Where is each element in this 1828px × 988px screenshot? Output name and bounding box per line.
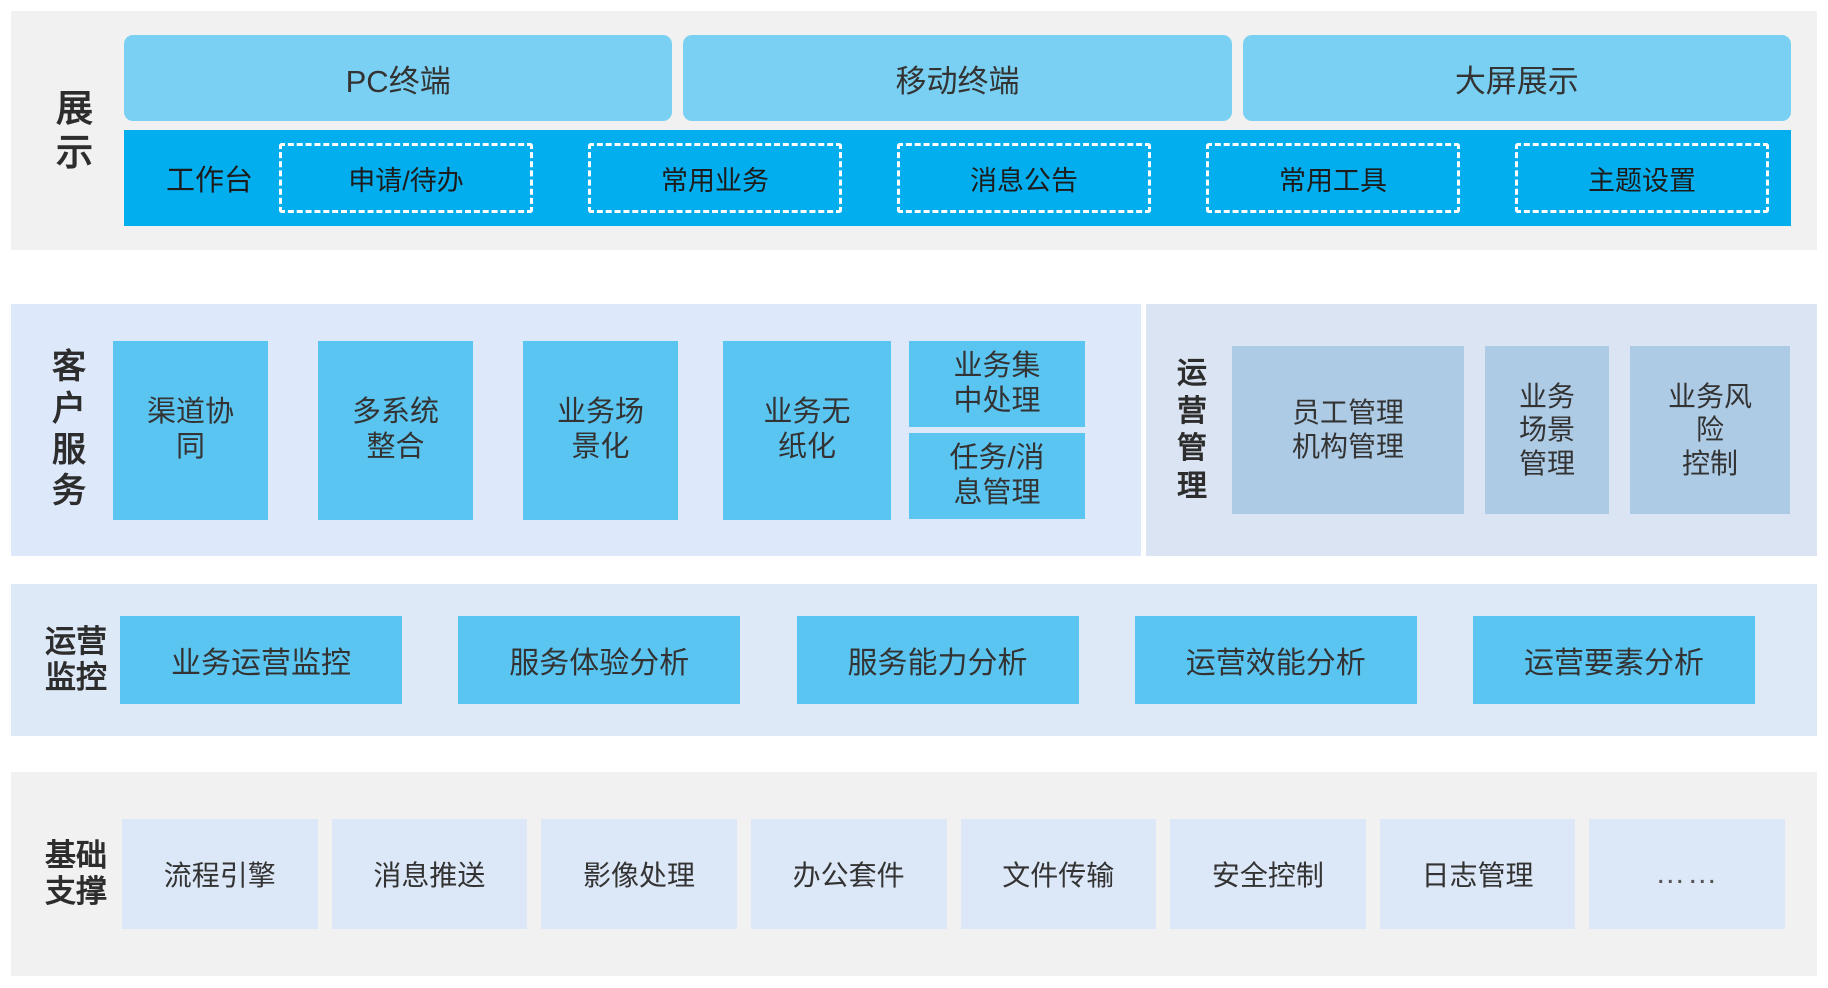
workbench-title: 工作台 [166,165,254,197]
base-box-image-processing[interactable]: 影像处理 [541,819,737,929]
base-support-boxes: 流程引擎 消息推送 影像处理 办公套件 文件传输 安全控制 日志管理 …… [122,819,1785,929]
display-layer-label: 展 示 [56,87,94,173]
service-box-channel-collaboration[interactable]: 渠道协 同 [113,340,268,520]
display-layer-section: 展 示 PC终端 移动终端 大屏展示 工作台 申请/待办 常用业务 消息公告 常… [11,11,1817,250]
base-box-log-management[interactable]: 日志管理 [1379,819,1576,929]
ops-box-business-risk-control[interactable]: 业务风 险 控制 [1630,346,1790,514]
mid-layer-section: 客 户 服 务 渠道协 同 多系统 整合 业务场 景化 业务无 纸化 业务集 中… [11,304,1817,556]
customer-service-panel: 客 户 服 务 渠道协 同 多系统 整合 业务场 景化 业务无 纸化 业务集 中… [11,304,1141,556]
service-box-business-scenario[interactable]: 业务场 景化 [523,340,678,520]
monitor-box-business-operation-monitoring[interactable]: 业务运营监控 [120,616,402,704]
ops-box-business-scenario-management[interactable]: 业务 场景 管理 [1485,346,1609,514]
ops-box-staff-org-management[interactable]: 员工管理 机构管理 [1232,346,1464,514]
operations-management-boxes: 员工管理 机构管理 业务 场景 管理 业务风 险 控制 [1232,346,1799,514]
workbench-item-common-business[interactable]: 常用业务 [588,143,842,213]
base-support-label: 基础 支撑 [45,838,107,909]
workbench-item-common-tools[interactable]: 常用工具 [1205,143,1460,213]
monitor-box-operational-factor-analysis[interactable]: 运营要素分析 [1473,616,1755,704]
service-box-task-message-management[interactable]: 任务/消 息管理 [909,433,1085,519]
base-box-file-transfer[interactable]: 文件传输 [960,819,1157,929]
operations-monitoring-section: 运营 监控 业务运营监控 服务体验分析 服务能力分析 运营效能分析 运营要素分析 [11,584,1817,736]
monitor-box-service-capability-analysis[interactable]: 服务能力分析 [796,616,1079,704]
workbench-bar: 工作台 申请/待办 常用业务 消息公告 常用工具 主题设置 [124,130,1791,226]
terminal-chip-mobile[interactable]: 移动终端 [683,35,1232,121]
operations-monitoring-boxes: 业务运营监控 服务体验分析 服务能力分析 运营效能分析 运营要素分析 [120,616,1755,704]
base-box-office-suite[interactable]: 办公套件 [750,819,947,929]
workbench-item-announcements[interactable]: 消息公告 [896,143,1151,213]
operations-management-panel: 运 营 管 理 员工管理 机构管理 业务 场景 管理 业务风 险 控制 [1146,304,1817,556]
workbench-item-theme-settings[interactable]: 主题设置 [1514,143,1769,213]
terminal-chip-largescreen[interactable]: 大屏展示 [1242,35,1791,121]
monitor-box-service-experience-analysis[interactable]: 服务体验分析 [458,616,741,704]
terminal-chip-pc[interactable]: PC终端 [124,35,673,121]
workbench-items: 申请/待办 常用业务 消息公告 常用工具 主题设置 [279,143,1769,213]
operations-management-label: 运 营 管 理 [1177,357,1207,503]
base-box-message-push[interactable]: 消息推送 [331,819,528,929]
operations-monitoring-label: 运营 监控 [45,624,107,695]
base-support-section: 基础 支撑 流程引擎 消息推送 影像处理 办公套件 文件传输 安全控制 日志管理… [11,772,1817,976]
base-box-more-ellipsis: …… [1589,819,1785,929]
service-box-paperless-business[interactable]: 业务无 纸化 [723,340,891,520]
customer-service-label: 客 户 服 务 [52,348,86,511]
terminal-row: PC终端 移动终端 大屏展示 [124,35,1791,121]
base-box-security-control[interactable]: 安全控制 [1170,819,1366,929]
base-box-process-engine[interactable]: 流程引擎 [122,819,318,929]
service-split-column: 业务集 中处理 任务/消 息管理 [909,341,1085,520]
monitor-box-operational-efficiency-analysis[interactable]: 运营效能分析 [1134,616,1417,704]
service-box-centralized-processing[interactable]: 业务集 中处理 [909,341,1085,427]
workbench-item-applications[interactable]: 申请/待办 [279,143,534,213]
customer-service-boxes: 渠道协 同 多系统 整合 业务场 景化 业务无 纸化 业务集 中处理 任务/消 … [113,340,1123,520]
service-box-multisystem-integration[interactable]: 多系统 整合 [318,340,473,520]
display-layer-content: PC终端 移动终端 大屏展示 工作台 申请/待办 常用业务 消息公告 常用工具 … [124,35,1817,226]
